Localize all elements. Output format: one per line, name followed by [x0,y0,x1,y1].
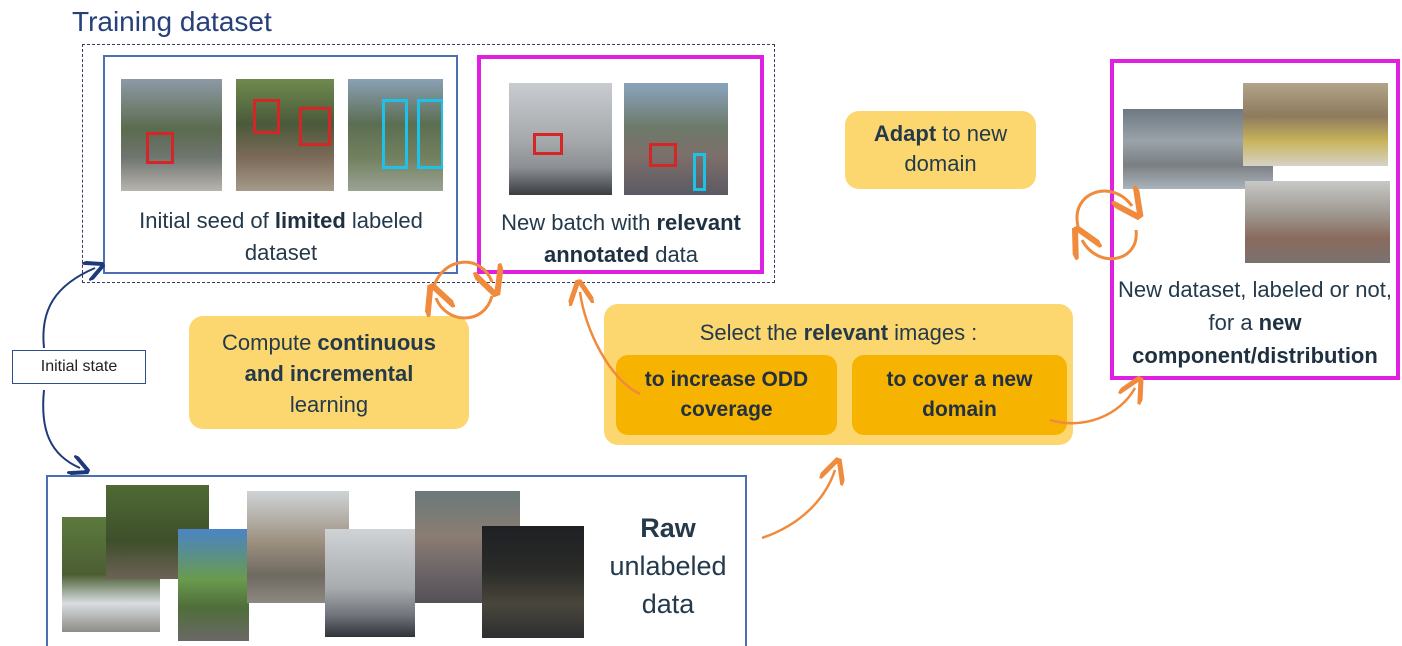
option-new-domain: to cover a new domain [852,355,1067,435]
arrow-select-to-batch [580,292,641,396]
new-batch-box: New batch with relevant annotated data [477,55,764,274]
bounding-box [417,99,443,169]
cycle-arrow-top [432,260,492,286]
bounding-box [299,107,331,146]
new-photo-3 [1245,181,1390,263]
raw-photo-7 [482,526,584,638]
arrow-raw-to-select [761,470,835,540]
bounding-box [253,99,280,134]
raw-photo-5 [325,529,415,637]
initial-seed-caption: Initial seed of limited labeled dataset [139,208,423,265]
initial-state-label: Initial state [12,350,146,384]
bounding-box [382,99,408,169]
new-photo-2 [1243,83,1388,166]
arrow-to-training [42,268,95,349]
seed-photo-2 [236,79,334,191]
initial-seed-box: Initial seed of limited labeled dataset [103,55,458,274]
bounding-box [146,132,174,164]
select-images-label: Select the relevant images : [699,320,978,345]
training-dataset-title: Training dataset [72,6,272,37]
raw-photo-3 [178,529,249,641]
new-batch-caption: New batch with relevant annotated data [501,210,741,267]
new-dataset-box: New dataset, labeled or not, for a new c… [1110,59,1400,380]
select-images-pill: Select the relevant images : to increase… [604,304,1073,445]
cycle-arrow-bottom [436,296,494,320]
batch-photo-2 [624,83,728,195]
seed-photo-3 [348,79,443,191]
domain-cycle-bottom [1082,230,1138,259]
bounding-box [693,153,706,191]
seed-photo-1 [121,79,222,191]
option-odd-coverage: to increase ODD coverage [616,355,837,435]
batch-photo-1 [509,83,612,195]
arrow-to-raw [42,389,80,468]
adapt-pill: Adapt to new domain [845,111,1036,189]
arrow-select-to-new-dataset [1049,388,1135,425]
new-dataset-caption: New dataset, labeled or not, for a new c… [1118,277,1392,368]
bounding-box [533,133,563,155]
bounding-box [649,143,677,167]
domain-cycle-top [1075,191,1132,227]
compute-pill: Compute continuous and incremental learn… [189,316,469,429]
